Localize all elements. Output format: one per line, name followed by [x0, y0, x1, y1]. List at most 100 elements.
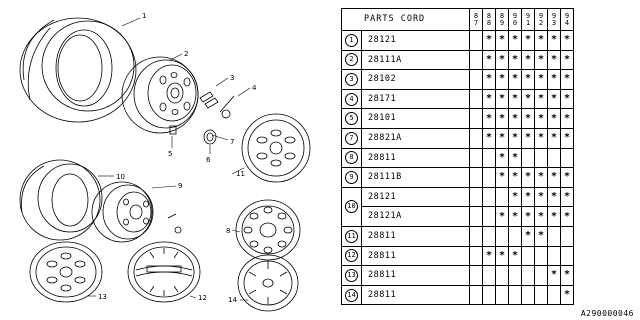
callout-labels: 1 2 3 4 5 6 7 8 9 10 11 12 13 14 — [98, 12, 257, 304]
part-code: 28821A — [361, 127, 470, 149]
steel-wheel — [121, 56, 199, 134]
year-mark: * — [508, 245, 522, 267]
year-mark: * — [495, 206, 509, 227]
year-mark — [547, 147, 561, 169]
year-mark — [469, 88, 483, 110]
part-code: 28811 — [361, 245, 470, 267]
row-number-circle: 10 — [345, 200, 358, 214]
row-number-circle: 1 — [345, 33, 358, 47]
year-mark: * — [521, 108, 535, 129]
year-mark — [469, 265, 483, 286]
year-mark: * — [508, 127, 522, 149]
year-mark: * — [521, 88, 535, 110]
year-mark: * — [560, 206, 574, 227]
callout-10: 10 — [116, 173, 125, 181]
year-mark — [469, 167, 483, 188]
tire-small — [19, 159, 103, 241]
year-mark — [521, 245, 535, 267]
callout-7: 7 — [230, 138, 234, 146]
year-mark: * — [547, 108, 561, 129]
year-mark: * — [508, 108, 522, 129]
callout-3: 3 — [230, 74, 234, 82]
year-mark: * — [508, 147, 522, 169]
year-mark — [521, 265, 535, 286]
year-mark — [469, 108, 483, 129]
year-mark: * — [534, 30, 548, 51]
callout-4: 4 — [252, 84, 257, 92]
year-mark — [560, 225, 574, 247]
row-number-circle: 7 — [345, 131, 358, 145]
year-mark — [482, 206, 496, 227]
year-mark — [547, 225, 561, 247]
row-number: 3 — [341, 69, 362, 90]
year-mark: * — [534, 108, 548, 129]
callout-2: 2 — [184, 50, 188, 58]
year-mark: * — [482, 69, 496, 90]
year-mark: * — [560, 186, 574, 208]
year-mark — [495, 186, 509, 208]
year-mark: * — [534, 69, 548, 90]
year-mark: * — [521, 206, 535, 227]
year-mark — [547, 245, 561, 267]
year-mark: * — [521, 167, 535, 188]
year-mark: * — [547, 206, 561, 227]
year-mark — [495, 225, 509, 247]
year-mark — [521, 147, 535, 169]
part-code: 28102 — [361, 69, 470, 90]
tire-large — [19, 17, 137, 123]
year-mark — [508, 284, 522, 306]
row-number-circle: 2 — [345, 53, 358, 67]
year-mark: * — [482, 245, 496, 267]
year-mark — [495, 265, 509, 286]
leader-lines — [88, 17, 251, 301]
year-mark — [560, 147, 574, 169]
year-mark — [521, 284, 535, 306]
wheel-cover-13 — [29, 241, 103, 303]
year-mark — [482, 147, 496, 169]
year-mark — [469, 30, 483, 51]
year-mark: * — [534, 167, 548, 188]
callout-13: 13 — [98, 293, 107, 301]
year-mark: * — [560, 30, 574, 51]
year-mark: * — [534, 186, 548, 208]
row-number: 5 — [341, 108, 362, 129]
year-mark — [508, 265, 522, 286]
part-code: 28121 — [361, 30, 470, 51]
year-mark: * — [508, 206, 522, 227]
year-mark: * — [521, 49, 535, 71]
year-mark: * — [495, 147, 509, 169]
year-mark: * — [482, 30, 496, 51]
row-number: 2 — [341, 49, 362, 71]
year-mark — [469, 147, 483, 169]
year-mark: * — [495, 88, 509, 110]
year-mark — [547, 284, 561, 306]
year-mark — [469, 284, 483, 306]
row-number-circle: 11 — [345, 229, 358, 243]
year-mark: * — [560, 167, 574, 188]
year-mark: * — [482, 88, 496, 110]
year-mark: * — [534, 127, 548, 149]
year-mark: * — [534, 49, 548, 71]
year-mark: * — [482, 108, 496, 129]
row-number: 1 — [341, 30, 362, 51]
row-number: 12 — [341, 245, 362, 267]
year-mark — [534, 245, 548, 267]
part-code: 28171 — [361, 88, 470, 110]
year-mark: * — [547, 167, 561, 188]
row-number: 14 — [341, 284, 362, 306]
part-code: 28811 — [361, 265, 470, 286]
callout-14: 14 — [228, 296, 237, 304]
row-number: 11 — [341, 225, 362, 247]
year-mark: * — [482, 49, 496, 71]
row-number: 4 — [341, 88, 362, 110]
